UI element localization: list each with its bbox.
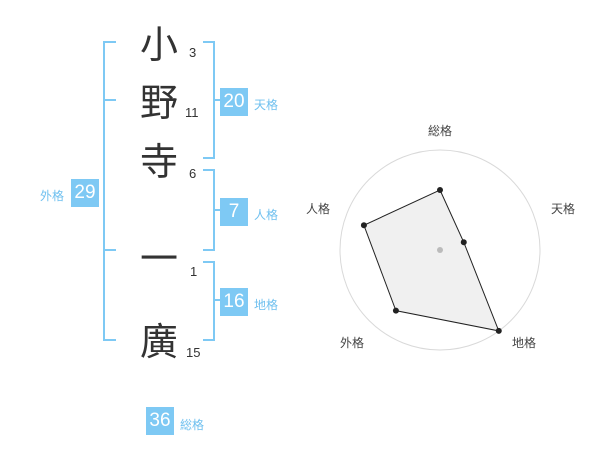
jinkaku-value: 7 bbox=[220, 198, 248, 226]
radar-point-4 bbox=[392, 307, 399, 314]
radar-center bbox=[437, 247, 443, 253]
chikaku-label: 地格 bbox=[254, 298, 279, 312]
stroke-count-4: 1 bbox=[190, 264, 198, 279]
jinkaku-label: 人格 bbox=[254, 208, 279, 222]
tenkaku-value: 20 bbox=[220, 88, 248, 116]
radar-axis-label-jinkaku: 人格 bbox=[306, 201, 330, 216]
radar-point-5 bbox=[360, 222, 367, 229]
radar-point-3 bbox=[495, 327, 502, 334]
radar-axis-label-chikaku: 地格 bbox=[512, 335, 536, 350]
radar-axis-label-soukaku: 総格 bbox=[428, 123, 452, 138]
gaikaku-value: 29 bbox=[71, 179, 99, 207]
name-char-4: 一 bbox=[140, 237, 179, 281]
radar-axis-label-tenkaku: 天格 bbox=[551, 201, 575, 216]
radar-point-2 bbox=[460, 239, 467, 246]
radar-points bbox=[360, 187, 502, 334]
stroke-count-3: 6 bbox=[189, 166, 197, 181]
radar-point-1 bbox=[437, 187, 443, 193]
radar-polygon bbox=[363, 189, 500, 332]
gaikaku-bracket bbox=[103, 41, 116, 341]
gaikaku-label: 外格 bbox=[40, 189, 65, 203]
name-char-2: 野 bbox=[140, 81, 179, 125]
soukaku-label: 総格 bbox=[180, 418, 205, 432]
radar-axis-label-gaikaku: 外格 bbox=[340, 335, 364, 350]
name-char-3: 寺 bbox=[140, 140, 179, 184]
gaikaku-bracket-inner bbox=[104, 99, 116, 251]
stroke-count-1: 3 bbox=[189, 45, 197, 60]
name-char-1: 小 bbox=[140, 23, 179, 67]
soukaku-value: 36 bbox=[146, 407, 174, 435]
stroke-count-5: 15 bbox=[186, 345, 201, 360]
name-char-5: 廣 bbox=[140, 320, 179, 364]
tenkaku-label: 天格 bbox=[254, 98, 279, 112]
stroke-count-2: 11 bbox=[185, 105, 199, 120]
chikaku-value: 16 bbox=[220, 288, 248, 316]
